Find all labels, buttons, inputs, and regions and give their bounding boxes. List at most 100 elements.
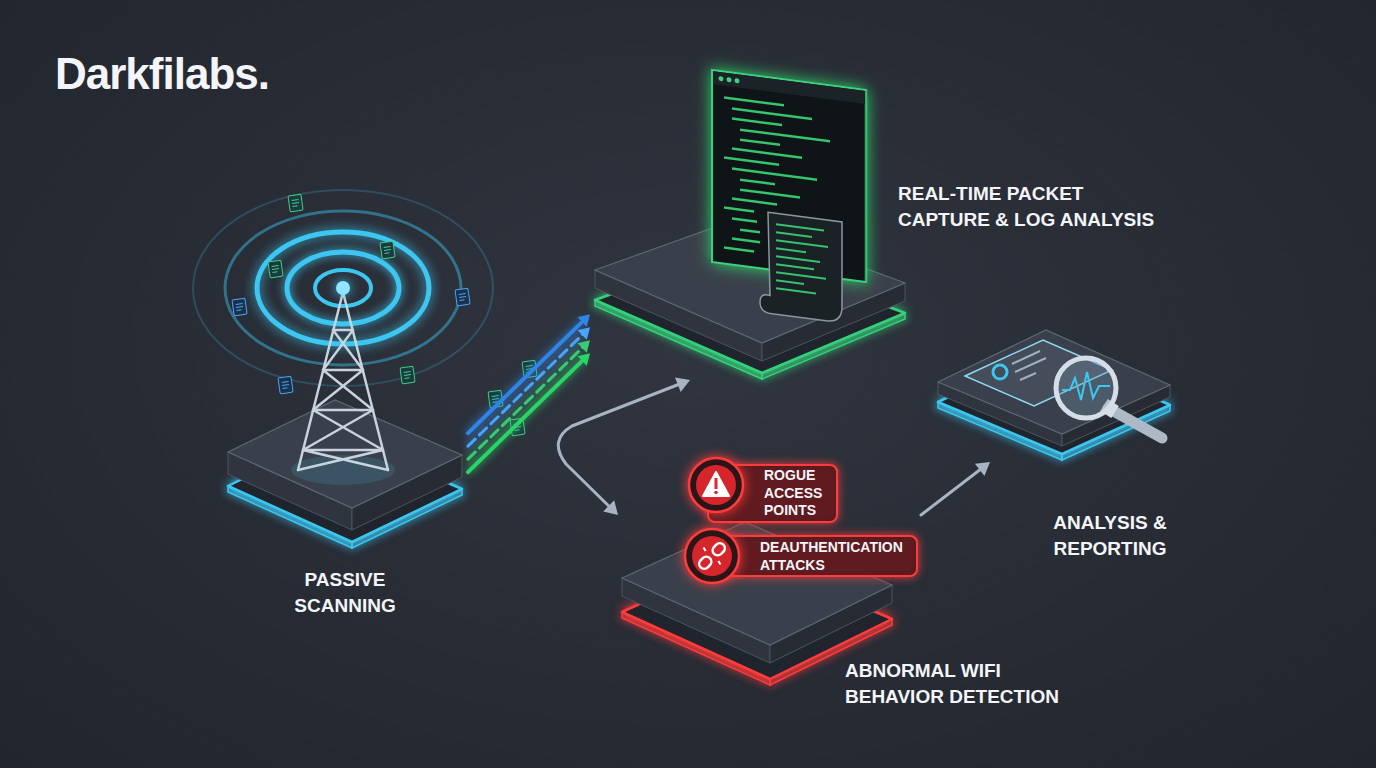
arrowhead: [578, 340, 590, 352]
platform-side: [938, 382, 1062, 446]
packet-icons: [288, 194, 303, 212]
alert-badge: ROGUE ACCESS POINTS: [688, 457, 839, 530]
packet-stream: [468, 359, 584, 472]
alert-circle: [689, 458, 743, 512]
platform-glow: [595, 250, 905, 373]
packet-icons: [288, 194, 303, 212]
platform-glow: [938, 350, 1170, 454]
warning-icon: [715, 478, 718, 489]
radio-rings: [193, 190, 493, 386]
arrowhead: [578, 353, 590, 365]
packet-icons: [380, 241, 395, 259]
platform-glow: [938, 356, 1170, 460]
alert-circle: [696, 465, 736, 505]
platform-glow: [595, 256, 905, 379]
platform-glow: [1062, 405, 1170, 460]
platform-side: [228, 452, 352, 530]
platform-shape: [590, 215, 910, 380]
packet-icons: [459, 294, 467, 301]
alert-badge: DEAUTHENTICATION ATTACKS: [684, 528, 919, 584]
magnifier: [1056, 358, 1116, 418]
arrowhead: [578, 327, 590, 339]
broken-link-icon: [697, 555, 713, 571]
code-window: [727, 77, 732, 83]
platform-shape: [935, 320, 1175, 462]
packet-icons: [400, 366, 415, 384]
arrowhead: [675, 377, 690, 392]
warning-icon: [703, 472, 729, 496]
packet-icons: [292, 200, 300, 207]
packet-icons: [278, 376, 293, 394]
platform-side: [770, 585, 892, 663]
packet-icons: [278, 376, 293, 394]
platform-side: [595, 270, 762, 361]
magnifier: [1062, 372, 1110, 400]
platform-glow: [595, 300, 762, 379]
packet-icons: [404, 372, 412, 379]
radio-tower: [336, 281, 350, 295]
code-window: [760, 211, 842, 323]
flow-arrow: [558, 383, 681, 508]
platform-glow: [228, 440, 462, 548]
warning-icon: [714, 491, 718, 495]
platform-glow: [228, 486, 352, 548]
platform-top: [938, 330, 1170, 434]
arrowhead: [975, 462, 990, 476]
packet-icons: [384, 247, 392, 254]
capture-platform: REAL-TIME PACKET CAPTURE & LOG ANALYSIS: [590, 215, 910, 380]
packet-icons: [272, 266, 280, 273]
packet-icons: [380, 241, 395, 259]
packet-icons: [236, 304, 244, 311]
platform-top: [228, 400, 462, 508]
connector: [468, 314, 590, 472]
detection-platform: ABNORMAL WIFI BEHAVIOR DETECTIONROGUE AC…: [618, 455, 921, 695]
platform-side: [1062, 385, 1170, 446]
radio-rings: [257, 232, 429, 344]
stage-label: PASSIVE SCANNING: [270, 567, 420, 618]
platform-side: [352, 455, 462, 530]
radio-rings: [193, 190, 493, 386]
reporting-platform: ANALYSIS & REPORTING: [935, 320, 1175, 462]
platform-glow: [228, 434, 462, 542]
packet-icons: [400, 366, 415, 384]
platform-glow: [762, 313, 905, 379]
magnifier: [1108, 408, 1162, 438]
connector: [921, 462, 990, 515]
platform-side: [622, 578, 770, 663]
alert-circle: [685, 529, 739, 583]
radio-tower: [291, 281, 395, 485]
packet-icons: [455, 288, 470, 306]
magnifier: [1056, 358, 1162, 438]
packet-icons: [232, 298, 247, 316]
report-document: [1012, 351, 1046, 380]
logo-text: Darkfilabs.: [55, 50, 269, 98]
code-window: [712, 70, 866, 326]
code-window: [776, 224, 828, 295]
scanning-platform: PASSIVE SCANNING: [222, 395, 468, 555]
alert-label: ROGUE ACCESS POINTS: [764, 467, 839, 520]
radio-rings: [315, 270, 371, 306]
packet-icons: [268, 260, 283, 278]
connector: [558, 377, 690, 515]
packet-stream: [468, 346, 584, 459]
packet-icons: [232, 194, 537, 436]
badge-shape: [684, 528, 919, 584]
stage-label: ABNORMAL WIFI BEHAVIOR DETECTION: [845, 658, 1095, 709]
alert-label: DEAUTHENTICATION ATTACKS: [760, 539, 919, 574]
radio-tower: [298, 330, 388, 470]
stage-label: ANALYSIS & REPORTING: [1025, 510, 1195, 561]
code-window: [735, 78, 740, 84]
radio-tower: [303, 330, 383, 450]
broken-link-icon: [711, 541, 727, 557]
stage-label: REAL-TIME PACKET CAPTURE & LOG ANALYSIS: [898, 181, 1168, 232]
code-window: [719, 76, 724, 82]
arrowhead: [578, 314, 590, 326]
flow-arrow: [921, 467, 983, 515]
platform-shape: [222, 395, 468, 555]
platform-glow: [938, 402, 1062, 460]
warning-icon: [703, 472, 729, 496]
platform-glow: [352, 489, 462, 548]
